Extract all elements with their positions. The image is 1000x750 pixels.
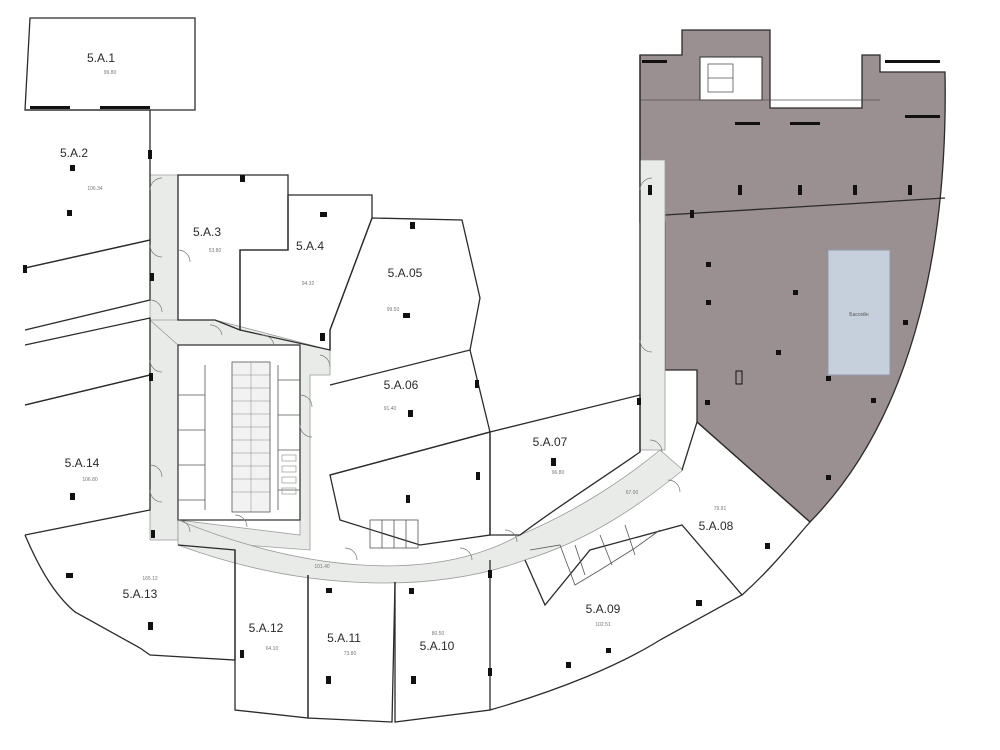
- room-5A1-area: 99.80: [104, 70, 117, 76]
- unit-06-stair: [369, 519, 419, 549]
- doors: [149, 177, 681, 561]
- room-5A4-area: 94.32: [302, 281, 315, 287]
- room-5A3-label: 5.A.3: [193, 225, 221, 239]
- corridor-right-vertical: [639, 159, 666, 451]
- room-5A07-area: 96.80: [552, 470, 565, 476]
- wall-markers: [30, 60, 940, 125]
- room-5A11-label: 5.A.11: [327, 631, 361, 645]
- room-5A3-area: 53.80: [209, 248, 222, 254]
- room-5A14-area: 106.80: [82, 477, 98, 483]
- room-5A10-label: 5.A.10: [420, 639, 455, 653]
- room-5A05-area: 99.50: [387, 307, 400, 313]
- room-5A12-area: 64.10: [266, 646, 279, 652]
- room-5A09-area: 102.51: [595, 622, 611, 628]
- room-5A2-area: 106.34: [87, 186, 103, 192]
- room-5A06-area: 91.40: [384, 406, 397, 412]
- shaded-tenant-area: [639, 29, 946, 523]
- room-5A05-label: 5.A.05: [388, 266, 423, 280]
- room-5A08-label: 5.A.08: [699, 519, 734, 533]
- pool-area: [827, 249, 891, 376]
- room-5A13-label: 5.A.13: [123, 587, 158, 601]
- room-5A2-label: 5.A.2: [60, 146, 88, 160]
- corridor-mark-b: 101.40: [314, 564, 330, 570]
- room-5A10-area: 80.50: [432, 631, 445, 637]
- room-5A11-area: 73.80: [344, 651, 357, 657]
- room-5A07-label: 5.A.07: [533, 435, 568, 449]
- pool-label: Бассейн: [849, 311, 869, 318]
- room-5A09-label: 5.A.09: [586, 602, 621, 616]
- room-5A13-area: 165.12: [142, 576, 158, 582]
- core-stair-treads: [232, 362, 270, 512]
- core-wc-fixtures: [281, 454, 297, 495]
- shaded-lobby-void: [699, 56, 763, 101]
- corridor-mark-a: 67.00: [626, 490, 639, 496]
- room-5A14-label: 5.A.14: [65, 456, 100, 470]
- unit-09-partitions: [529, 524, 661, 586]
- core-rooms: [178, 365, 300, 510]
- room-5A06-label: 5.A.06: [384, 378, 419, 392]
- structural-columns: [23, 150, 912, 684]
- room-5A12-label: 5.A.12: [249, 621, 284, 635]
- corridor-curved: [177, 449, 684, 584]
- room-5A1-label: 5.A.1: [87, 51, 115, 65]
- room-5A4-label: 5.A.4: [296, 239, 324, 253]
- room-5A08-area: 79.91: [714, 506, 727, 512]
- unit-walls: [24, 17, 811, 723]
- corridor-left-vertical: [149, 174, 179, 541]
- room-labels: 5.A.1 99.80 5.A.2 106.34 5.A.3 53.80 5.A…: [60, 51, 734, 657]
